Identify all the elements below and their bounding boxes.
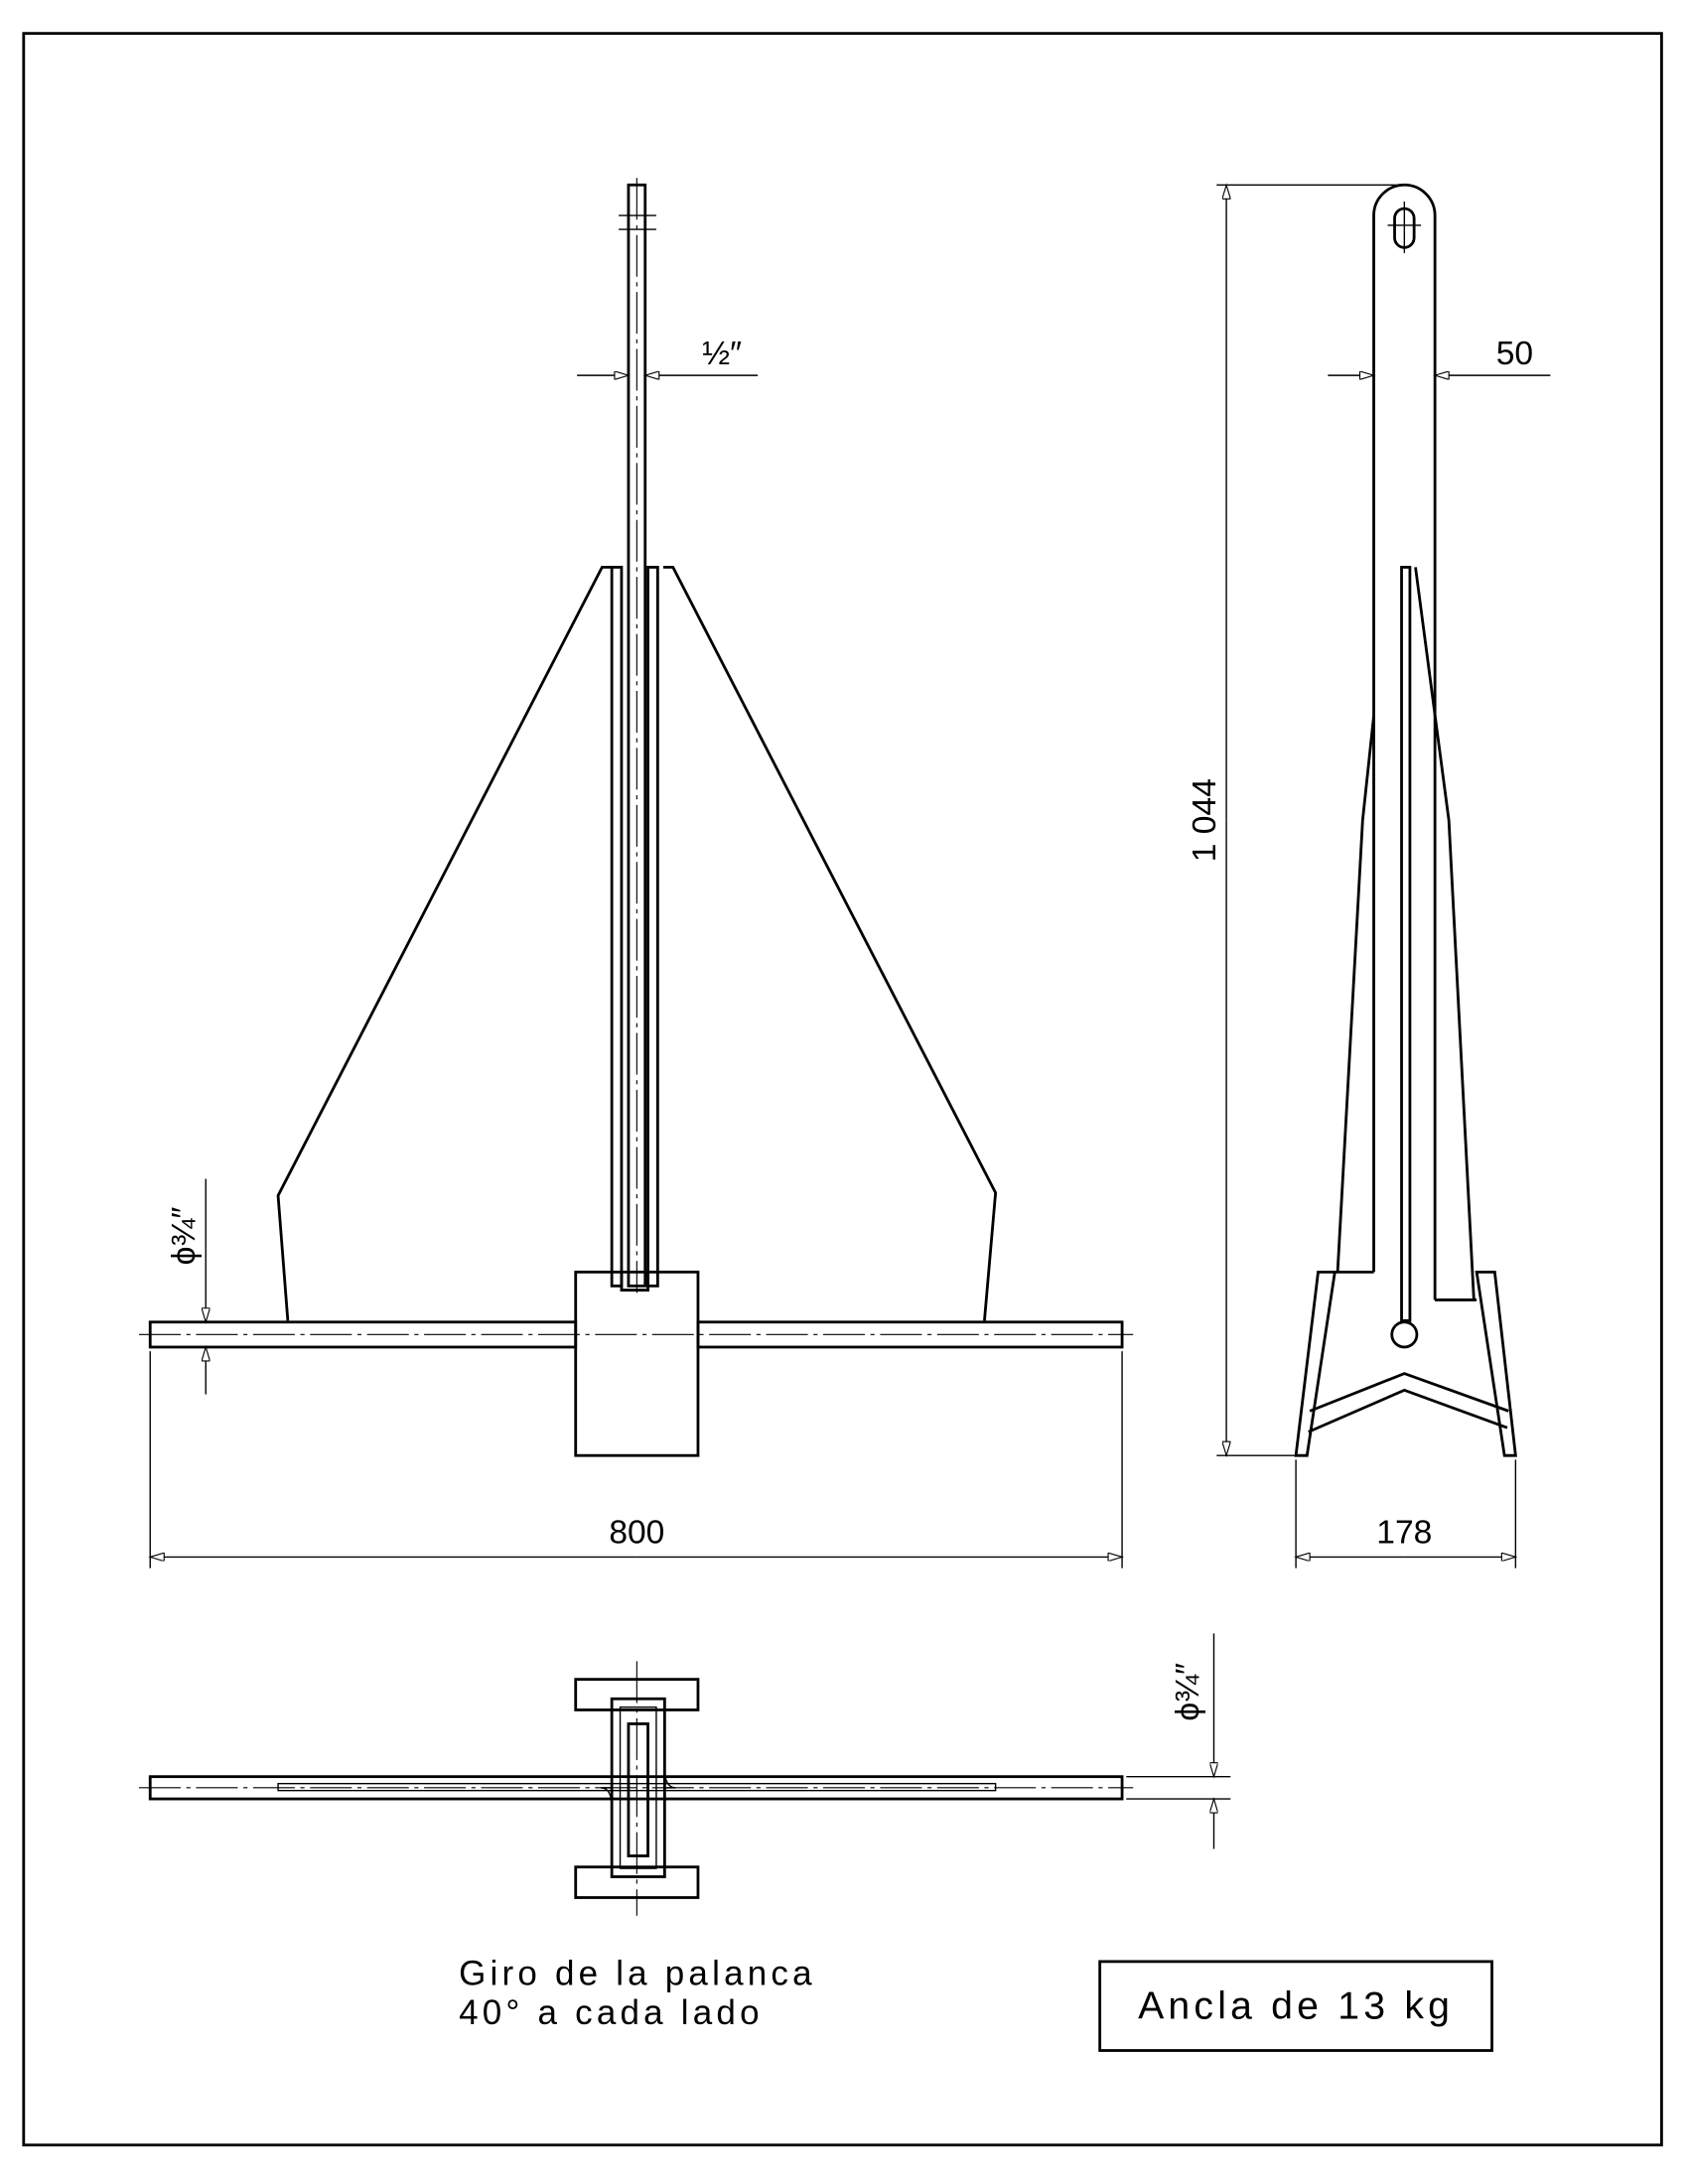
stock-diameter-dim-top: ϕ¾″ [1170, 1663, 1206, 1721]
rotation-note-line1: Giro de la palanca [459, 1955, 816, 1993]
crown-plate-right [1475, 1270, 1517, 1457]
crown-plate-left [1294, 1270, 1336, 1457]
overall-width-dim: 800 [609, 1514, 664, 1551]
rotation-note-line2: 40° a cada lado [459, 1993, 764, 2032]
fluke-side [1336, 567, 1476, 1301]
top-view: ϕ¾″ [139, 1633, 1231, 1916]
shank-thickness-dim: ½″ [702, 336, 742, 372]
front-view: ½″ ϕ¾″ 800 [139, 178, 1134, 1569]
drawing-border [22, 32, 1663, 2147]
side-view: 50 1 044 178 [1187, 183, 1551, 1569]
fluke-right [662, 565, 998, 1321]
drawing-title: Ancla de 13 kg [1138, 1984, 1454, 2027]
base-width-dim: 178 [1376, 1514, 1432, 1551]
shank-width-dim: 50 [1496, 336, 1533, 372]
crown-block [574, 1270, 700, 1457]
fluke-left [276, 565, 613, 1321]
stock-diameter-dim: ϕ¾″ [166, 1207, 203, 1266]
shackle-eye-icon [1387, 202, 1422, 253]
title-block [1098, 1960, 1493, 2052]
shank-side [1372, 183, 1437, 1300]
overall-height-dim: 1 044 [1187, 778, 1223, 862]
